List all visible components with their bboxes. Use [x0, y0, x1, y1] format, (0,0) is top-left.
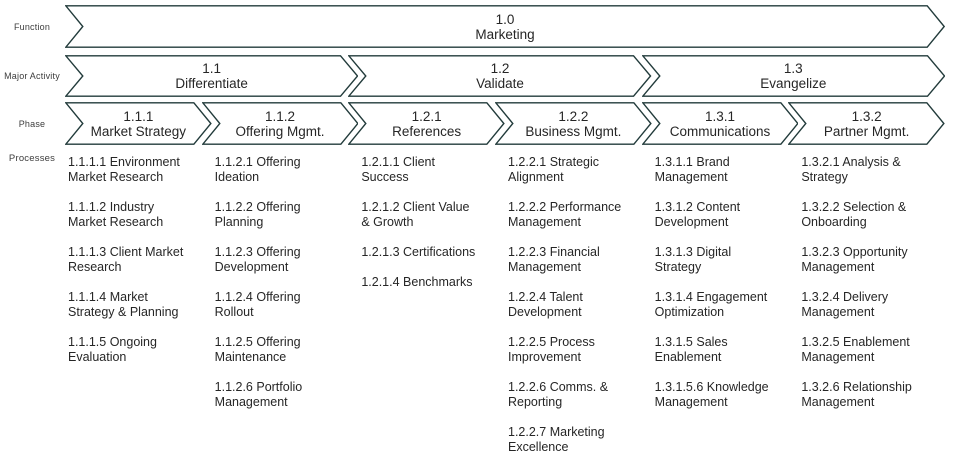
function-name: Marketing [475, 26, 535, 42]
process-item: 1.1.1.4 Market Strategy & Planning [68, 290, 179, 319]
process-item: 1.3.2.5 Enablement Management [801, 335, 910, 364]
process-item: 1.3.2.1 Analysis & Strategy [801, 155, 901, 184]
phase-id: 1.2.1 [411, 108, 442, 124]
function-id: 1.0 [495, 11, 515, 27]
process-item: 1.2.2.6 Comms. & Reporting [508, 380, 609, 409]
activity-name: Evangelize [760, 76, 827, 91]
process-item: 1.2.1.1 Client Success [361, 155, 435, 184]
chevron-shape [641, 102, 799, 145]
row-label-function: Function [13, 21, 51, 32]
process-item: 1.2.1.2 Client Value & Growth [361, 200, 470, 229]
chevron-activity-validate: 1.2 Validate [348, 55, 652, 97]
row-label-major-activity: Major Activity [4, 71, 60, 81]
process-item: 1.2.2.4 Talent Development [508, 290, 583, 319]
activity-name: Validate [476, 76, 524, 91]
process-column-business-mgmt: 1.2.2.1 Strategic Alignment 1.2.2.2 Perfo… [508, 155, 626, 464]
chevron-activity-evangelize: 1.3 Evangelize [641, 55, 945, 97]
process-item: 1.1.2.3 Offering Development [214, 245, 301, 274]
process-item: 1.3.1.3 Digital Strategy [654, 245, 732, 274]
phase-id: 1.1.2 [264, 108, 295, 124]
chevron-shape [348, 55, 652, 97]
chevron-label: 1.1 Differentiate [65, 55, 358, 97]
process-item: 1.3.1.4 Engagement Optimization [654, 290, 768, 319]
process-item: 1.2.2.2 Performance Management [508, 200, 622, 229]
chevron-label: 1.3.2 Partner Mgmt. [788, 102, 945, 145]
process-item: 1.1.2.4 Offering Rollout [214, 290, 301, 319]
chevron-phase-partner-mgmt: 1.3.2 Partner Mgmt. [788, 102, 945, 145]
process-item: 1.1.1.2 Industry Market Research [68, 200, 164, 229]
activity-id: 1.2 [490, 61, 510, 76]
row-label-phase: Phase [18, 118, 46, 129]
activity-name: Differentiate [175, 76, 248, 91]
chevron-label: 1.1.2 Offering Mgmt. [202, 102, 359, 145]
chevron-shape [65, 102, 212, 145]
phase-name: References [392, 123, 462, 139]
process-item: 1.2.1.3 Certifications [361, 245, 476, 259]
chevron-phase-market-strategy: 1.1.1 Market Strategy [65, 102, 212, 145]
process-column-partner-mgmt: 1.3.2.1 Analysis & Strategy 1.3.2.2 Selec… [801, 155, 919, 425]
process-item: 1.3.2.6 Relationship Management [801, 380, 912, 409]
process-column-market-strategy: 1.1.1.1 Environment Market Research 1.1.1… [68, 155, 186, 380]
phase-name: Offering Mgmt. [235, 123, 325, 139]
row-label-processes: Processes [8, 152, 56, 164]
activity-id: 1.3 [783, 61, 803, 76]
chevron-activity-differentiate: 1.1 Differentiate [65, 55, 359, 97]
process-item: 1.3.1.5 Sales Enablement [654, 335, 728, 364]
chevron-phase-communications: 1.3.1 Communications [641, 102, 799, 145]
chevron-shape [788, 102, 945, 145]
process-item: 1.2.2.3 Financial Management [508, 245, 600, 274]
process-column-communications: 1.3.1.1 Brand Management 1.3.1.2 Content … [655, 155, 773, 425]
chevron-label: 1.0 Marketing [65, 5, 945, 48]
chevron-phase-references: 1.2.1 References [348, 102, 505, 145]
process-item: 1.2.2.1 Strategic Alignment [508, 155, 600, 184]
chevron-label: 1.1.1 Market Strategy [65, 102, 212, 145]
process-item: 1.1.1.3 Client Market Research [68, 245, 184, 274]
chevron-shape [201, 102, 359, 145]
process-item: 1.2.2.7 Marketing Excellence [508, 425, 605, 454]
chevron-shape [495, 102, 652, 145]
process-item: 1.3.2.4 Delivery Management [801, 290, 889, 319]
chevron-label: 1.3 Evangelize [642, 55, 945, 97]
process-item: 1.1.2.1 Offering Ideation [214, 155, 301, 184]
process-column-offering-mgmt: 1.1.2.1 Offering Ideation 1.1.2.2 Offerin… [215, 155, 333, 425]
process-item: 1.1.2.5 Offering Maintenance [214, 335, 301, 364]
phase-name: Communications [669, 123, 771, 139]
chevron-shape [641, 55, 945, 97]
phase-name: Business Mgmt. [525, 123, 622, 139]
chevron-label: 1.3.1 Communications [642, 102, 799, 145]
chevron-shape [65, 5, 945, 48]
process-item: 1.3.2.3 Opportunity Management [801, 245, 908, 274]
process-item: 1.2.2.5 Process Improvement [508, 335, 595, 364]
process-item: 1.3.1.1 Brand Management [654, 155, 730, 184]
chevron-phase-business-mgmt: 1.2.2 Business Mgmt. [495, 102, 652, 145]
process-item: 1.1.1.5 Ongoing Evaluation [68, 335, 157, 364]
process-item: 1.3.1.2 Content Development [654, 200, 741, 229]
activity-id: 1.1 [202, 61, 222, 76]
process-item: 1.2.1.4 Benchmarks [361, 275, 473, 289]
phase-id: 1.1.1 [123, 108, 154, 124]
chevron-function-marketing: 1.0 Marketing [65, 5, 945, 48]
chevron-label: 1.2.1 References [348, 102, 505, 145]
phase-id: 1.3.2 [851, 108, 882, 124]
phase-name: Partner Mgmt. [823, 123, 910, 139]
phase-id: 1.3.1 [704, 108, 735, 124]
process-item: 1.1.2.2 Offering Planning [214, 200, 301, 229]
process-item: 1.1.2.6 Portfolio Management [214, 380, 303, 409]
process-column-references: 1.2.1.1 Client Success 1.2.1.2 Client Val… [361, 155, 479, 305]
process-item: 1.3.2.2 Selection & Onboarding [801, 200, 907, 229]
chevron-shape [348, 102, 505, 145]
phase-id: 1.2.2 [558, 108, 589, 124]
chevron-phase-offering-mgmt: 1.1.2 Offering Mgmt. [201, 102, 359, 145]
chevron-label: 1.2.2 Business Mgmt. [495, 102, 652, 145]
phase-name: Market Strategy [90, 123, 186, 139]
process-item: 1.1.1.1 Environment Market Research [68, 155, 180, 184]
chevron-label: 1.2 Validate [348, 55, 651, 97]
chevron-shape [65, 55, 359, 97]
process-item: 1.3.1.5.6 Knowledge Management [654, 380, 769, 409]
